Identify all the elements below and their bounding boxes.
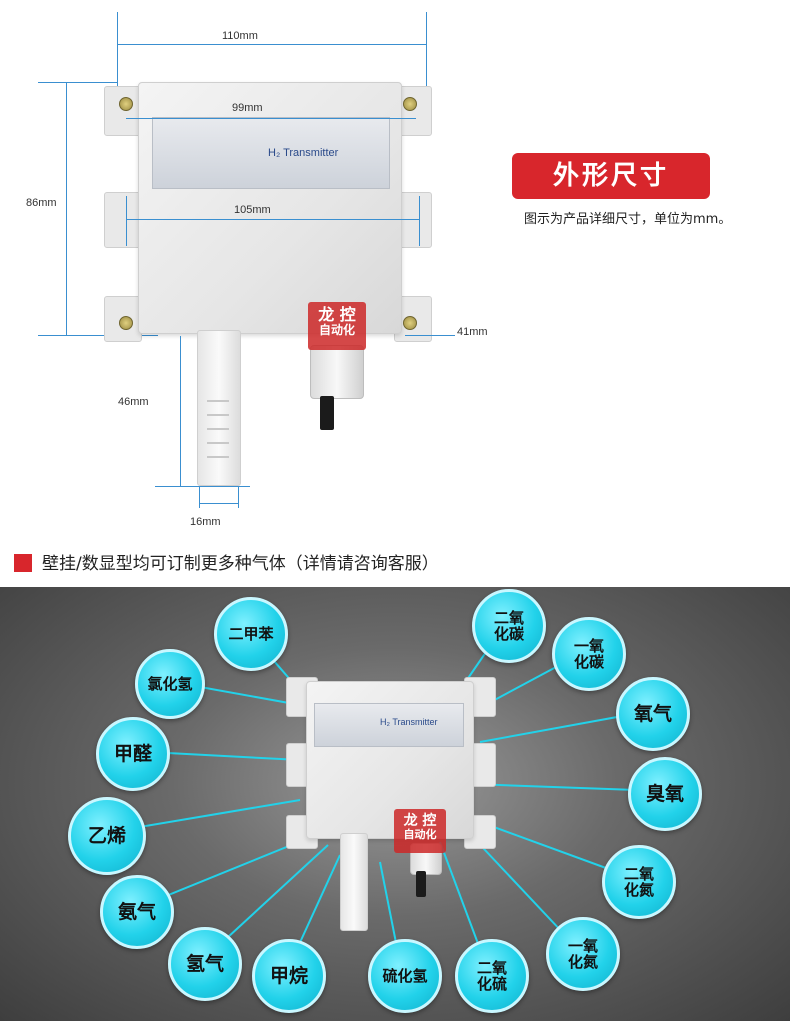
gas-label: 硫化氢 <box>382 966 428 985</box>
dim-height-line <box>66 82 67 336</box>
probe-slot <box>207 428 229 430</box>
gas-label: 氢气 <box>185 952 224 975</box>
dim-guide-top <box>38 82 118 83</box>
stamp-line1: 龙 控 <box>403 813 437 829</box>
brand-stamp: 龙 控 自动化 <box>394 809 446 853</box>
front-panel <box>314 703 464 747</box>
probe-slot <box>207 442 229 444</box>
gas-bubble: 氧气 <box>616 677 690 751</box>
section-title-text: 壁挂/数显型均可订制更多种气体（详情请咨询客服） <box>42 554 439 574</box>
cable-gland <box>310 345 364 399</box>
dim-dia-line <box>199 503 239 504</box>
dim-mount-label: 105mm <box>234 204 271 216</box>
stamp-line2: 自动化 <box>318 323 355 338</box>
probe-slot <box>207 456 229 458</box>
dimension-drawing: 110mm 86mm H₂ Transmitter 99mm 105mm 41m… <box>26 12 732 528</box>
gas-bubble: 甲醛 <box>96 717 170 791</box>
screw-icon <box>119 316 133 330</box>
mount-ear-ml <box>104 192 142 248</box>
section-title: 壁挂/数显型均可订制更多种气体（详情请咨询客服） <box>14 549 439 574</box>
mount-ear-tl <box>104 86 142 136</box>
gas-label: 氨气 <box>117 900 156 923</box>
gas-bubble: 二氧 化碳 <box>472 589 546 663</box>
gas-label: 甲醛 <box>113 742 152 765</box>
dim-depth-label: 41mm <box>457 326 488 338</box>
stamp-line1: 龙 控 <box>318 305 356 324</box>
dim-width-line <box>117 44 427 45</box>
gas-label: 氧气 <box>633 702 672 725</box>
gas-bubble: 甲烷 <box>252 939 326 1013</box>
gas-label: 臭氧 <box>645 782 684 805</box>
panel-label: H₂ Transmitter <box>380 717 438 727</box>
dim-dia-guide-right <box>238 486 239 508</box>
screw-icon <box>403 316 417 330</box>
screw-icon <box>119 97 133 111</box>
gas-bubble: 二甲苯 <box>214 597 288 671</box>
gas-label: 甲烷 <box>269 964 308 987</box>
dim-mount-guide-left <box>126 196 127 246</box>
gas-label: 二氧 化碳 <box>493 608 524 643</box>
dim-inner-label: 99mm <box>232 102 263 114</box>
gas-bubble: 二氧 化氮 <box>602 845 676 919</box>
gas-label: 二氧 化氮 <box>623 864 654 899</box>
dim-mount-guide-right <box>419 196 420 246</box>
dim-height-label: 86mm <box>26 197 57 209</box>
probe-slot <box>207 414 229 416</box>
dim-probe-line <box>180 336 181 486</box>
dim-dia-guide-left <box>199 486 200 508</box>
gas-bubble: 乙烯 <box>68 797 146 875</box>
dim-guide-right <box>426 12 427 100</box>
dim-guide-left <box>117 12 118 92</box>
sensor-probe <box>197 330 241 486</box>
gas-label: 乙烯 <box>87 824 126 847</box>
gas-bubble: 臭氧 <box>628 757 702 831</box>
square-icon <box>14 554 32 572</box>
brand-stamp: 龙 控 自动化 <box>308 302 366 350</box>
gas-bubble: 氯化氢 <box>135 649 205 719</box>
cable <box>320 396 334 430</box>
gas-label: 一氧 化碳 <box>573 636 604 671</box>
probe-slot <box>207 400 229 402</box>
stamp-line2: 自动化 <box>403 828 437 842</box>
dim-width-label: 110mm <box>222 30 258 42</box>
dim-mount-line <box>126 219 420 220</box>
dim-probe-diameter-label: 16mm <box>190 516 221 528</box>
dim-probe-length-label: 46mm <box>118 396 149 408</box>
gas-bubble: 一氧 化氮 <box>546 917 620 991</box>
dim-guide-bottom <box>38 335 158 336</box>
panel-label: H₂ Transmitter <box>268 147 339 159</box>
gas-bubble: 氨气 <box>100 875 174 949</box>
gas-label: 一氧 化氮 <box>567 936 598 971</box>
gas-bubble: 一氧 化碳 <box>552 617 626 691</box>
front-panel <box>152 117 390 189</box>
gas-label: 氯化氢 <box>147 674 193 693</box>
gas-bubble: 二氧 化硫 <box>455 939 529 1013</box>
dimension-note: 图示为产品详细尺寸，单位为mm。 <box>524 212 732 227</box>
gas-bubble: 氢气 <box>168 927 242 1001</box>
dim-inner-line <box>126 118 416 119</box>
gas-label: 二氧 化硫 <box>476 958 507 993</box>
gas-bubble: 硫化氢 <box>368 939 442 1013</box>
screw-icon <box>403 97 417 111</box>
gas-options-panel: H₂ Transmitter 龙 控 自动化 二甲苯氯化氢甲醛乙烯氨气氢气甲烷 硫… <box>0 587 790 1021</box>
sensor-probe <box>340 833 368 931</box>
dim-depth-line <box>405 335 455 336</box>
dim-probe-guide <box>155 486 250 487</box>
gas-label: 二甲苯 <box>228 624 274 643</box>
cable <box>416 871 426 897</box>
dimension-badge: 外形尺寸 <box>512 153 710 199</box>
